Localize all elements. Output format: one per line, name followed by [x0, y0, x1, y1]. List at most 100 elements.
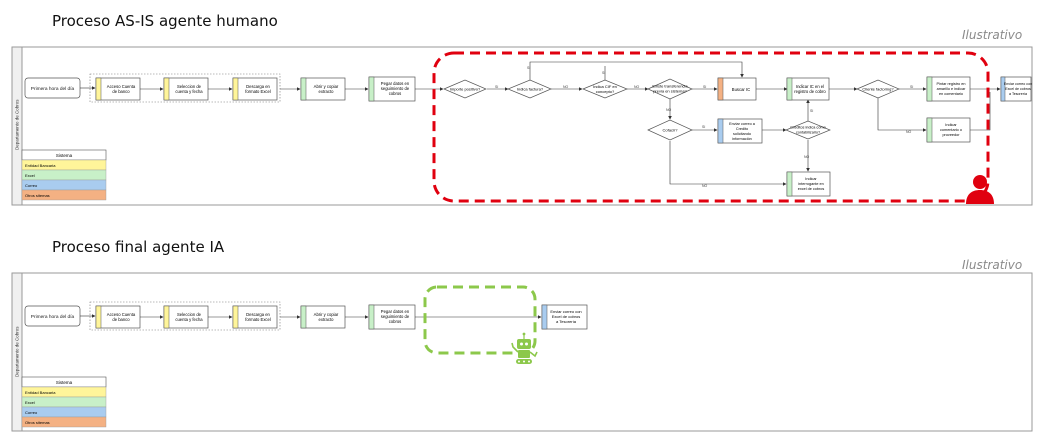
final-title: Proceso final agente IA	[52, 238, 225, 256]
asis-decision-transferencia-line1: Existe transferencia	[652, 84, 688, 89]
asis-lane-frame	[11, 46, 1033, 206]
asis-decision-transferencia-line2: previa en sistema?	[653, 89, 687, 94]
asis-task-descarga-line2: formato Excel	[245, 89, 271, 94]
final-legend-item-1: Excel	[25, 400, 35, 405]
asis-edge-no-2: NO	[634, 85, 640, 89]
asis-edge-si-4: SI	[602, 71, 605, 75]
asis-task-pintar-line3: en comentario	[939, 92, 963, 96]
asis-edge-no-6: NO	[906, 130, 912, 134]
asis-task-seleccion-line1: Seleccion de	[177, 84, 202, 89]
asis-task-acceso-line1: Acceso Cuenta	[107, 84, 136, 89]
asis-edge-si-2: SI	[703, 85, 706, 89]
asis-decision-importe-label: Importe positivo?	[450, 87, 481, 92]
asis-task-seleccion: Seleccion de cuenta y fecha	[163, 77, 209, 101]
asis-task-pintar-line1: Pintar registro en	[937, 82, 966, 86]
asis-edge-si-6: SI	[810, 109, 813, 113]
final-task-pegar-line3: cobros	[389, 319, 402, 324]
final-task-abrir-line2: extracto	[319, 317, 335, 322]
asis-task-interrogante: Indicar interrogante en excel de cobros	[786, 171, 831, 197]
asis-decision-creditos-line2: contabilizarlo?	[796, 131, 820, 135]
asis-task-pintar-line2: amarillo e indicar	[937, 87, 966, 91]
final-legend-item-3: Otros sitemas	[25, 420, 50, 425]
asis-title: Proceso AS-IS agente humano	[52, 12, 278, 30]
final-task-pegar: Pegar datos en seguimiento de cobros	[368, 304, 416, 330]
robot-icon	[511, 332, 538, 364]
final-legend-swatch-3	[21, 416, 107, 428]
asis-banking-group	[89, 73, 281, 103]
final-lane-header	[11, 272, 23, 432]
final-illustrative-tag: Ilustrativo	[962, 258, 1023, 272]
asis-task-indicar-line2: registro de cobro	[794, 89, 826, 94]
asis-legend-item-2: Correo	[25, 183, 38, 188]
asis-legend-item-1: Excel	[25, 173, 35, 178]
asis-legend-item-0: Entidad Bancaria	[25, 163, 56, 168]
final-lane-label: Departamento de Cobros	[15, 326, 20, 377]
asis-task-comentario-line2: comentario o	[940, 128, 962, 132]
asis-task-enviar-credito-line2: Credito	[736, 127, 748, 131]
asis-lane-header	[11, 46, 23, 206]
final-task-seleccion: Seleccion de cuenta y fecha	[163, 305, 209, 329]
final-banking-group	[89, 301, 281, 331]
asis-start-label: Primera hora del día	[31, 86, 75, 92]
asis-task-interrogante-line2: interrogante en	[798, 182, 824, 186]
asis-decision-creditos-line1: Créditos indica cómo	[790, 126, 825, 130]
asis-task-enviar-credito-line3: solicitando	[733, 132, 751, 136]
asis-task-buscar-label: Buscar IC	[732, 87, 750, 92]
final-task-seleccion-line1: Seleccion de	[177, 312, 202, 317]
asis-task-enviar-credito-line1: Enviar correo a	[729, 122, 756, 126]
final-task-descarga-line2: formato Excel	[245, 317, 271, 322]
asis-task-comentario-line1: Indicar	[945, 123, 957, 127]
asis-lane-label: Departamento de Cobros	[15, 99, 20, 150]
asis-decision-factura-label: Indica factura?	[517, 87, 544, 92]
final-legend-item-2: Correo	[25, 410, 38, 415]
final-task-abrir-line1: Abrir y copiar	[314, 312, 339, 317]
asis-task-enviar-tesoreria-line2: Excel de cobros	[1005, 87, 1031, 91]
asis-edge-no-1: NO	[563, 85, 569, 89]
asis-edge-no-5: NO	[702, 184, 708, 188]
asis-task-pegar-line1: Pegar datos en	[381, 81, 410, 86]
asis-task-buscar: Buscar IC	[717, 77, 757, 101]
asis-human-zone-highlight	[432, 51, 990, 203]
asis-task-enviar-tesoreria-line1: Enviar correo con	[1004, 82, 1032, 86]
asis-edge-si-1: SI	[495, 85, 498, 89]
final-legend: Sistema Entidad Bancaria Excel Correo Ot…	[21, 376, 107, 428]
final-task-pegar-line2: seguimiento de	[381, 314, 410, 319]
final-task-acceso: Acceso Cuenta de banco	[95, 305, 141, 329]
asis-task-seleccion-line2: cuenta y fecha	[175, 89, 203, 94]
final-task-enviar-line3: a Tesorería	[556, 319, 577, 324]
final-task-descarga-line1: Descarga en	[246, 312, 270, 317]
asis-decision-cif-line2: concepto?	[596, 89, 615, 94]
asis-legend-item-3: Otros sitemas	[25, 193, 50, 198]
asis-edge-no-4: NO	[804, 155, 810, 159]
asis-task-comentario-line3: proveedor	[942, 133, 960, 137]
asis-task-descarga: Descarga en formato Excel	[232, 77, 278, 101]
asis-edge-si-5: SI	[702, 125, 705, 129]
asis-task-descarga-line1: Descarga en	[246, 84, 270, 89]
asis-decision-factura: Indica factura?	[507, 79, 552, 99]
asis-task-acceso: Acceso Cuenta de banco	[95, 77, 141, 101]
asis-task-enviar-credito-line4: información	[732, 137, 752, 141]
final-task-pegar-line1: Pegar datos en	[381, 309, 410, 314]
asis-task-abrir-line1: Abrir y copiar	[314, 84, 339, 89]
asis-decision-factoring-label: Cliente factoring?	[862, 87, 894, 92]
asis-edge-no-3: NO	[666, 108, 672, 112]
asis-task-indicar-line1: Indicar IC en el	[796, 84, 824, 89]
asis-decision-cif-line1: Indica CIF en	[593, 84, 617, 89]
asis-task-pintar: Pintar registro en amarillo e indicar en…	[926, 76, 971, 102]
final-task-descarga: Descarga en formato Excel	[232, 305, 278, 329]
asis-edge-si-3: SI	[527, 66, 530, 70]
asis-task-interrogante-line3: excel de cobros	[798, 187, 825, 191]
final-task-seleccion-line2: cuenta y fecha	[175, 317, 203, 322]
final-legend-header: Sistema	[56, 380, 73, 385]
asis-decision-cofacir-label: Cofacir?	[663, 128, 679, 133]
asis-task-acceso-line2: de banco	[112, 89, 130, 94]
asis-task-pegar: Pegar datos en seguimiento de cobros	[368, 76, 416, 102]
asis-edge-si-7: SI	[910, 85, 913, 89]
asis-decision-creditos: Créditos indica cómo contabilizarlo?	[785, 120, 831, 140]
asis-legend-swatch-3	[21, 189, 107, 201]
final-task-acceso-line2: de banco	[112, 317, 130, 322]
asis-legend-header: Sistema	[56, 153, 73, 158]
final-start-label: Primera hora del día	[31, 314, 75, 320]
final-task-acceso-line1: Acceso Cuenta	[107, 312, 136, 317]
